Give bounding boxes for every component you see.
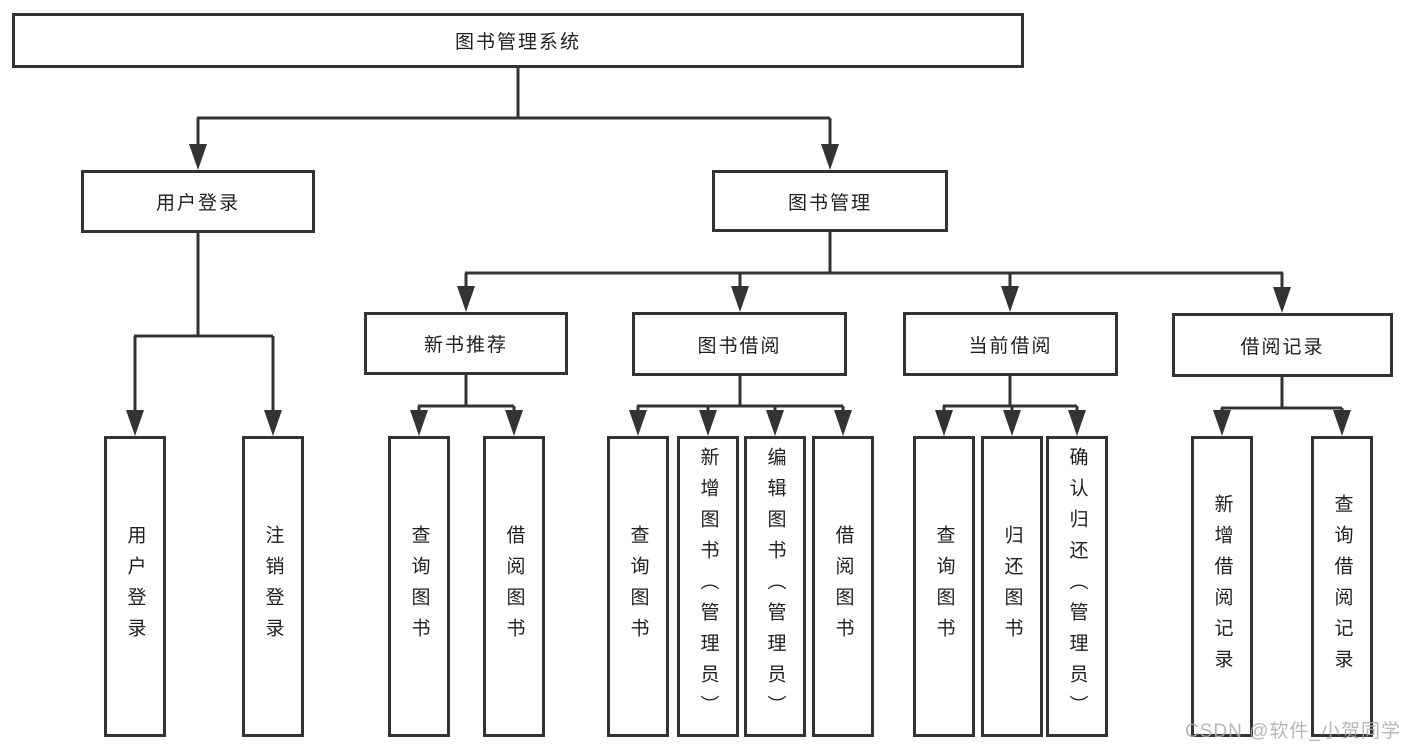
leaf-borrow-books: 借阅图书	[812, 436, 874, 737]
node-label: 确认归还（管理员）	[1066, 447, 1088, 726]
leaf-borrow-books-recommend: 借阅图书	[483, 436, 545, 737]
connector-borrow-records	[1220, 377, 1344, 414]
connector-book-management	[464, 232, 1284, 290]
node-label: 用户登录	[124, 524, 146, 649]
connector-new-book	[417, 375, 516, 414]
node-label: 查询借阅记录	[1331, 493, 1353, 680]
node-new-book-recommend: 新书推荐	[364, 312, 568, 375]
node-label: 当前借阅	[968, 335, 1053, 357]
node-label: 新书推荐	[423, 335, 508, 356]
node-book-management: 图书管理	[712, 170, 948, 232]
leaf-edit-books-admin: 编辑图书（管理员）	[744, 436, 806, 737]
leaf-return-books: 归还图书	[981, 436, 1043, 737]
connector-root	[196, 68, 832, 146]
node-user-login: 用户登录	[81, 170, 315, 233]
leaf-add-borrow-record: 新增借阅记录	[1191, 436, 1253, 737]
csdn-watermark: CSDN @软件_小贺同学	[1185, 721, 1401, 742]
node-label: 查询图书	[408, 524, 430, 649]
node-label: 用户登录	[155, 193, 240, 214]
node-label: 图书借阅	[697, 335, 782, 357]
leaf-user-login: 用户登录	[104, 436, 166, 737]
node-label: 编辑图书（管理员）	[764, 447, 786, 726]
leaf-add-books-admin: 新增图书（管理员）	[677, 436, 739, 737]
node-label: 查询图书	[933, 524, 955, 649]
node-label: 图书管理系统	[454, 32, 581, 53]
node-label: 新增图书（管理员）	[697, 447, 719, 726]
leaf-query-books-borrow: 查询图书	[607, 436, 669, 737]
node-label: 借阅图书	[832, 524, 854, 649]
arrowheads	[126, 144, 1351, 436]
node-label: 借阅记录	[1240, 336, 1325, 358]
leaf-confirm-return-admin: 确认归还（管理员）	[1046, 436, 1108, 737]
node-root-library-system: 图书管理系统	[12, 13, 1024, 68]
connector-book-borrow	[636, 376, 845, 414]
node-label: 新增借阅记录	[1211, 493, 1233, 680]
node-label: 注销登录	[262, 524, 284, 649]
node-borrow-records: 借阅记录	[1172, 313, 1393, 377]
leaf-query-books-current: 查询图书	[913, 436, 975, 737]
node-label: 查询图书	[627, 524, 649, 649]
leaf-query-books-recommend: 查询图书	[388, 436, 450, 737]
node-label: 借阅图书	[503, 524, 525, 649]
node-book-borrow: 图书借阅	[632, 312, 847, 376]
leaf-logout: 注销登录	[242, 436, 304, 737]
leaf-query-borrow-record: 查询借阅记录	[1311, 436, 1373, 737]
connector-current-borrow	[942, 376, 1079, 414]
connector-user-login	[133, 233, 275, 414]
node-label: 图书管理	[787, 192, 872, 214]
node-label: 归还图书	[1001, 524, 1023, 649]
node-current-borrow: 当前借阅	[903, 312, 1118, 376]
